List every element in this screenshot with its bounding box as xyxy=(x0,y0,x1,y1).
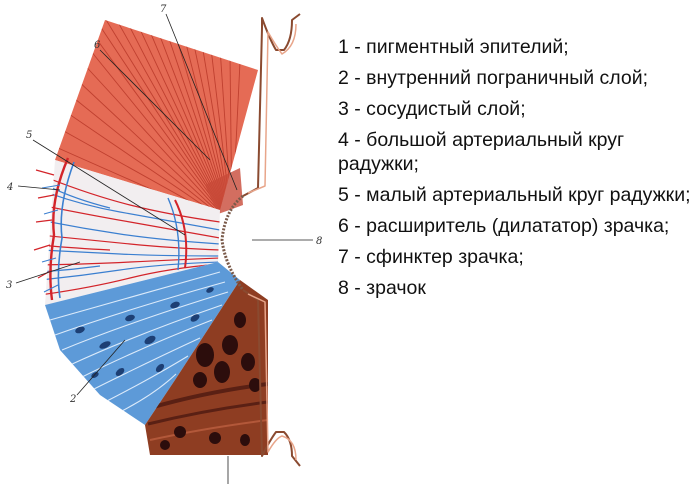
legend-item-6: 6 - расширитель (дилататор) зрачка; xyxy=(338,214,670,237)
callout-7: 7 xyxy=(160,4,167,15)
legend-item-2: 2 - внутренний пограничный слой; xyxy=(338,67,649,89)
vascular-layer xyxy=(33,157,220,305)
callout-4: 4 xyxy=(6,182,13,193)
legend-item-4: 4 - большой артериальный круг радужки; xyxy=(338,129,625,175)
callout-6: 6 xyxy=(94,40,101,51)
callout-3: 3 xyxy=(6,280,12,291)
callout-8: 8 xyxy=(316,236,322,247)
callout-2: 2 xyxy=(69,394,76,405)
legend-item-8: 8 - зрачок xyxy=(338,276,426,299)
legend: 1 - пигментный эпителий; 2 - внутренний … xyxy=(338,36,693,308)
iris-diagram: 7 6 5 4 3 2 8 xyxy=(6,4,322,484)
callout-5: 5 xyxy=(26,130,32,141)
pupil-edge xyxy=(220,194,245,291)
legend-item-7: 7 - сфинктер зрачка; xyxy=(338,245,524,268)
ciliary-outline xyxy=(242,13,301,467)
legend-item-1: 1 - пигментный эпителий; xyxy=(338,36,569,58)
pigment-epithelium xyxy=(145,280,268,455)
legend-item-3: 3 - сосудистый слой; xyxy=(338,98,526,120)
callout-numbers: 7 6 5 4 3 2 8 xyxy=(6,4,322,405)
inner-border-layer xyxy=(45,262,240,425)
callout-leaders xyxy=(15,13,313,484)
legend-item-5: 5 - малый артериальный круг радужки; xyxy=(338,183,691,206)
